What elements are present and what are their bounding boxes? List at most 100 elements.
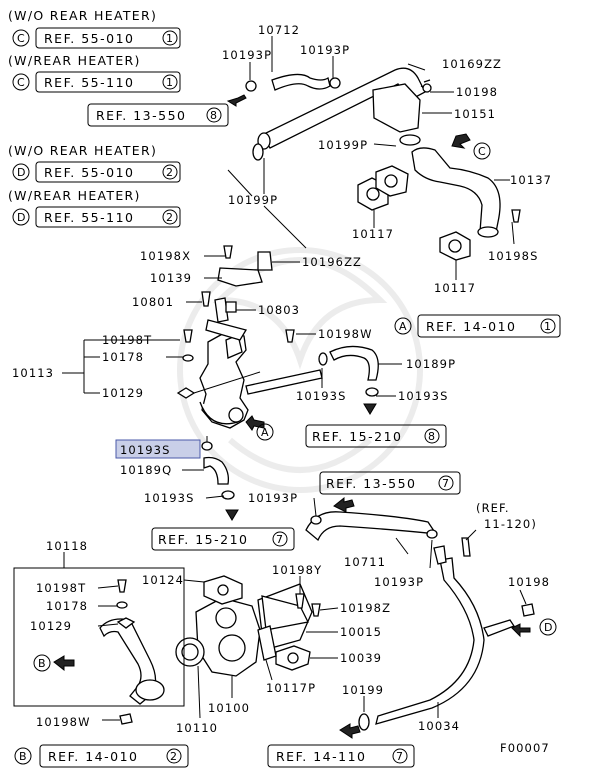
part-10198s[interactable]: 10198S bbox=[488, 249, 538, 263]
ref-13-550-top[interactable]: REF. 13-550 bbox=[96, 108, 187, 123]
ref-55-010-d[interactable]: REF. 55-010 bbox=[44, 165, 135, 180]
bolt-10198s bbox=[511, 209, 521, 223]
part-10196zz[interactable]: 10196ZZ bbox=[302, 255, 362, 269]
gasket-10129-b bbox=[116, 617, 136, 629]
bolt-10198w bbox=[285, 329, 295, 343]
marker-c-label-1: C bbox=[17, 32, 25, 45]
part-10712[interactable]: 10712 bbox=[258, 23, 300, 37]
part-10113[interactable]: 10113 bbox=[12, 366, 54, 380]
part-10711[interactable]: 10711 bbox=[344, 555, 386, 569]
part-10198w-b[interactable]: 10198W bbox=[36, 715, 91, 729]
figure-code: F00007 bbox=[500, 741, 550, 755]
gasket-10117p bbox=[257, 625, 277, 661]
part-10198z[interactable]: 10198Z bbox=[340, 601, 391, 615]
part-10193s-a[interactable]: 10193S bbox=[296, 389, 346, 403]
part-10189q[interactable]: 10189Q bbox=[120, 463, 172, 477]
arrow-c bbox=[451, 133, 471, 149]
part-10198w-top[interactable]: 10198W bbox=[318, 327, 373, 341]
clip-10196zz bbox=[257, 251, 273, 271]
part-10198x[interactable]: 10198X bbox=[140, 249, 191, 263]
part-10198y[interactable]: 10198Y bbox=[272, 563, 322, 577]
o-ring-10199p-left bbox=[252, 143, 264, 161]
marker-a: A bbox=[261, 426, 269, 439]
part-10117p[interactable]: 10117P bbox=[266, 681, 316, 695]
part-10034[interactable]: 10034 bbox=[418, 719, 460, 733]
marker-a-circle bbox=[256, 423, 274, 441]
ref-box-14-010-b[interactable] bbox=[39, 744, 189, 768]
sensor-10801 bbox=[201, 291, 211, 307]
part-10117-a[interactable]: 10117 bbox=[352, 227, 394, 241]
part-10193s-b[interactable]: 10193S bbox=[398, 389, 448, 403]
marker-d-label-1: D bbox=[17, 166, 25, 179]
marker-c-circle bbox=[473, 142, 491, 160]
part-10198t[interactable]: 10198T bbox=[102, 333, 152, 347]
ref-box-55-010-d[interactable] bbox=[35, 161, 181, 183]
arrow-b bbox=[53, 655, 75, 672]
bolt-10198t-b bbox=[117, 579, 127, 593]
ref-55-010-c-num: 1 bbox=[166, 32, 173, 45]
ref-box-55-110-c[interactable] bbox=[35, 71, 181, 93]
part-10193s-c[interactable]: 10193S bbox=[144, 491, 194, 505]
highlight-10193s[interactable] bbox=[115, 439, 201, 459]
part-10124[interactable]: 10124 bbox=[142, 573, 184, 587]
part-10198-top[interactable]: 10198 bbox=[456, 85, 498, 99]
part-10198-right[interactable]: 10198 bbox=[508, 575, 550, 589]
part-10139[interactable]: 10139 bbox=[150, 271, 192, 285]
ref-box-13-550-7[interactable] bbox=[319, 471, 461, 495]
part-10169zz[interactable]: 10169ZZ bbox=[442, 57, 502, 71]
ref-13-550-mid[interactable]: REF. 13-550 bbox=[326, 476, 417, 491]
part-10178-b[interactable]: 10178 bbox=[46, 599, 88, 613]
ref-box-14-010-a[interactable] bbox=[417, 314, 561, 338]
ref-11-120-b[interactable]: 11-120) bbox=[484, 517, 537, 531]
o-ring-10178-b bbox=[116, 601, 128, 609]
part-10015[interactable]: 10015 bbox=[340, 625, 382, 639]
part-10193p-a[interactable]: 10193P bbox=[222, 48, 272, 62]
ref-15-210-right[interactable]: REF. 15-210 bbox=[312, 429, 403, 444]
note-wo-rear-heater-1: (W/O REAR HEATER) bbox=[8, 8, 157, 23]
part-10151[interactable]: 10151 bbox=[454, 107, 496, 121]
ref-55-010-c[interactable]: REF. 55-010 bbox=[44, 31, 135, 46]
part-10193p-c[interactable]: 10193P bbox=[248, 491, 298, 505]
ref-box-55-010-c[interactable] bbox=[35, 27, 181, 49]
part-10193p-d[interactable]: 10193P bbox=[374, 575, 424, 589]
part-10129-b[interactable]: 10129 bbox=[30, 619, 72, 633]
ref-55-110-d[interactable]: REF. 55-110 bbox=[44, 210, 135, 225]
ref-box-55-110-d[interactable] bbox=[35, 206, 181, 228]
sensor-10803 bbox=[225, 301, 237, 313]
ref-box-13-550-8[interactable] bbox=[87, 103, 229, 127]
part-10039[interactable]: 10039 bbox=[340, 651, 382, 665]
ref-14-010-a-num: 1 bbox=[544, 320, 551, 333]
part-10199p-top[interactable]: 10199P bbox=[318, 138, 368, 152]
ref-55-110-c[interactable]: REF. 55-110 bbox=[44, 75, 135, 90]
part-10198t-b[interactable]: 10198T bbox=[36, 581, 86, 595]
part-10189p[interactable]: 10189P bbox=[406, 357, 456, 371]
part-10117-b[interactable]: 10117 bbox=[434, 281, 476, 295]
arrow-ref-15-210-left bbox=[225, 509, 239, 521]
ref-14-010-a[interactable]: REF. 14-010 bbox=[426, 319, 517, 334]
ref-box-15-210-7[interactable] bbox=[151, 527, 295, 551]
part-10801[interactable]: 10801 bbox=[132, 295, 174, 309]
part-10193p-b[interactable]: 10193P bbox=[300, 43, 350, 57]
ref-11-120-a[interactable]: (REF. bbox=[476, 501, 510, 515]
part-10137[interactable]: 10137 bbox=[510, 173, 552, 187]
part-10803[interactable]: 10803 bbox=[258, 303, 300, 317]
part-10178[interactable]: 10178 bbox=[102, 350, 144, 364]
bracket-11-120 bbox=[461, 537, 471, 557]
ref-55-110-d-num: 2 bbox=[166, 211, 173, 224]
ref-15-210-left[interactable]: REF. 15-210 bbox=[158, 532, 249, 547]
ref-box-14-110-7[interactable] bbox=[267, 744, 415, 768]
bracket-10139 bbox=[217, 267, 263, 287]
part-10193s-highlighted[interactable]: 10193S bbox=[120, 443, 170, 457]
part-10199[interactable]: 10199 bbox=[342, 683, 384, 697]
ref-14-010-b[interactable]: REF. 14-010 bbox=[48, 749, 139, 764]
part-10110[interactable]: 10110 bbox=[176, 721, 218, 735]
marker-b-circle bbox=[33, 654, 51, 672]
ref-14-110[interactable]: REF. 14-110 bbox=[276, 749, 367, 764]
bolt-10198x bbox=[223, 245, 233, 259]
part-10129[interactable]: 10129 bbox=[102, 386, 144, 400]
part-10118[interactable]: 10118 bbox=[46, 539, 88, 553]
ref-box-15-210-8[interactable] bbox=[305, 424, 447, 448]
hose-10711 bbox=[305, 511, 438, 542]
part-10199p-left[interactable]: 10199P bbox=[228, 193, 278, 207]
part-10100[interactable]: 10100 bbox=[208, 701, 250, 715]
